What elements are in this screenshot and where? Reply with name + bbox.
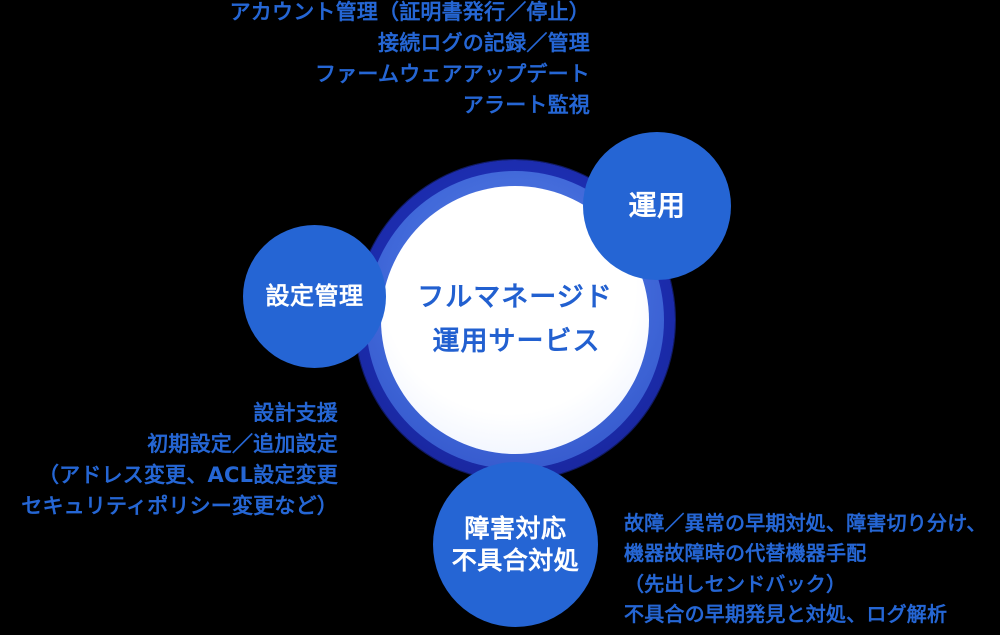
annotation-line: 初期設定／追加設定: [147, 432, 338, 457]
annotation-line: 故障／異常の早期対処、障害切り分け、: [624, 511, 987, 535]
annotation-line: 不具合の早期発見と対処、ログ解析: [624, 602, 948, 627]
annotation-line: 機器故障時の代替機器手配: [624, 541, 867, 566]
bubble-label: 設定管理: [265, 282, 364, 311]
annotation-line: 設計支援: [253, 401, 338, 425]
annotation-line: 接続ログの記録／管理: [378, 31, 590, 56]
center-service-label: フルマネージド 運用サービス: [381, 186, 649, 454]
center-label-line2: 運用サービス: [432, 326, 601, 357]
bubble-label: 運用: [628, 189, 686, 223]
annotation-line: （先出しセンドバック）: [624, 571, 847, 596]
bubble-label: 障害対応: [464, 513, 567, 543]
bubble-shougai-taiou: 障害対応 不具合対処: [433, 462, 598, 627]
annotation-configuration: 設計支援 初期設定／追加設定 （アドレス変更、ACL設定変更 セキュリティポリシ…: [0, 398, 338, 522]
annotation-line: （アドレス変更、ACL設定変更: [37, 463, 338, 488]
annotation-operations: アカウント管理（証明書発行／停止） 接続ログの記録／管理 ファームウェアアップデ…: [0, 0, 590, 121]
annotation-line: アカウント管理（証明書発行／停止）: [229, 0, 590, 24]
bubble-settei-kanri: 設定管理: [243, 225, 386, 368]
annotation-line: ファームウェアアップデート: [315, 62, 590, 87]
center-label-line1: フルマネージド: [417, 282, 613, 314]
annotation-line: セキュリティポリシー変更など）: [21, 494, 338, 519]
annotation-line: アラート監視: [462, 93, 590, 118]
bubble-label: 不具合対処: [451, 545, 580, 575]
bubble-unyou: 運用: [583, 132, 731, 280]
center-ring-inner: フルマネージド 運用サービス: [381, 186, 649, 454]
annotation-incident-response: 故障／異常の早期対処、障害切り分け、 機器故障時の代替機器手配 （先出しセンドバ…: [624, 508, 987, 630]
